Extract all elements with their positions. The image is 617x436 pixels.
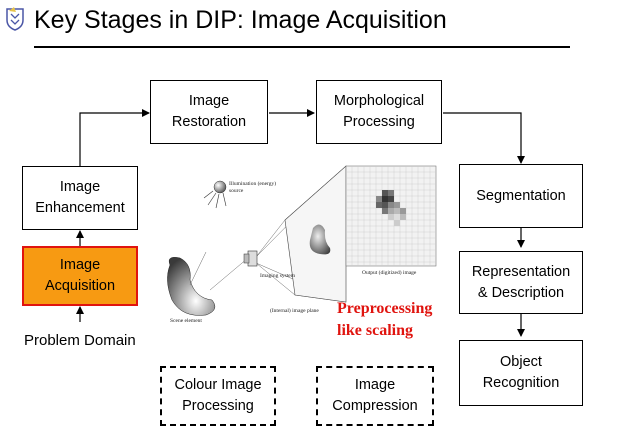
stage-object-recognition: Object Recognition [459,340,583,406]
stage-image-enhancement: Image Enhancement [22,166,138,230]
slide-title: Key Stages in DIP: Image Acquisition [34,6,447,34]
problem-domain-label: Problem Domain [24,332,136,349]
arrow-enhancement-to-restoration [79,109,150,166]
stage-image-restoration: Image Restoration [150,80,268,144]
stage-segmentation: Segmentation [459,164,583,228]
stage-morphological-processing: Morphological Processing [316,80,442,144]
arrow-morphological-to-segmentation [443,112,525,164]
image-acquisition-illustration [167,165,437,316]
stage-representation-description: Representation & Description [459,251,583,314]
imaging-system-label: Imaging system [260,273,295,279]
scene-element-shape [167,257,216,316]
digitized-image-grid [345,165,437,267]
illumination-source-label: Illumination (energy) source [229,181,277,194]
stage-image-compression: Image Compression [316,366,434,426]
stage-image-acquisition: Image Acquisition [22,246,138,306]
title-underline [34,46,570,48]
illumination-source-icon [213,180,227,194]
output-image-label: Output (digitized) image [362,270,417,276]
university-crest-logo [6,7,24,31]
image-plane-label: (Internal) image plane [270,308,319,314]
scene-element-label: Scene element [170,318,202,324]
preprocessing-note: Preprocessing like scaling [337,300,433,339]
imaging-system-icon [247,250,258,267]
stage-colour-image-processing: Colour Image Processing [160,366,276,426]
projected-image-shape [309,224,331,255]
